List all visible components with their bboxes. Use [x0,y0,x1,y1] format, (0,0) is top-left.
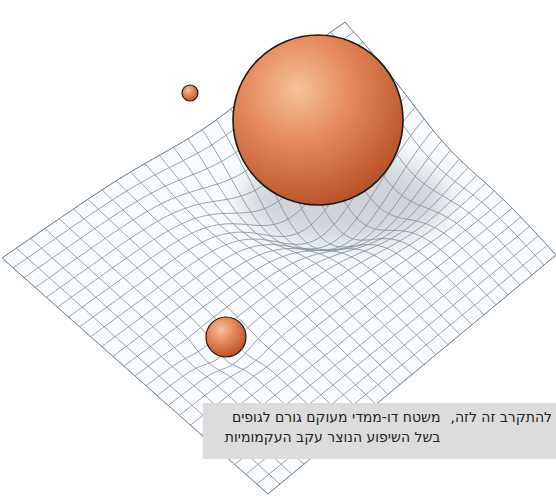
caption-text: משטח דו-ממדי מעוקם גורם לגופים [232,408,441,426]
small-sphere [182,85,198,101]
grid-lines [2,22,556,494]
surface-sheet [2,22,556,494]
medium-sphere [206,317,246,357]
large-sphere [233,35,403,205]
grid-line [190,191,494,425]
caption-band [203,403,556,459]
caption-text: בשל השיפוע הנוצר עקב העקמומיות [225,428,441,446]
caption-text: להתקרב זה לזה, [450,408,552,426]
grid-line [202,199,504,435]
